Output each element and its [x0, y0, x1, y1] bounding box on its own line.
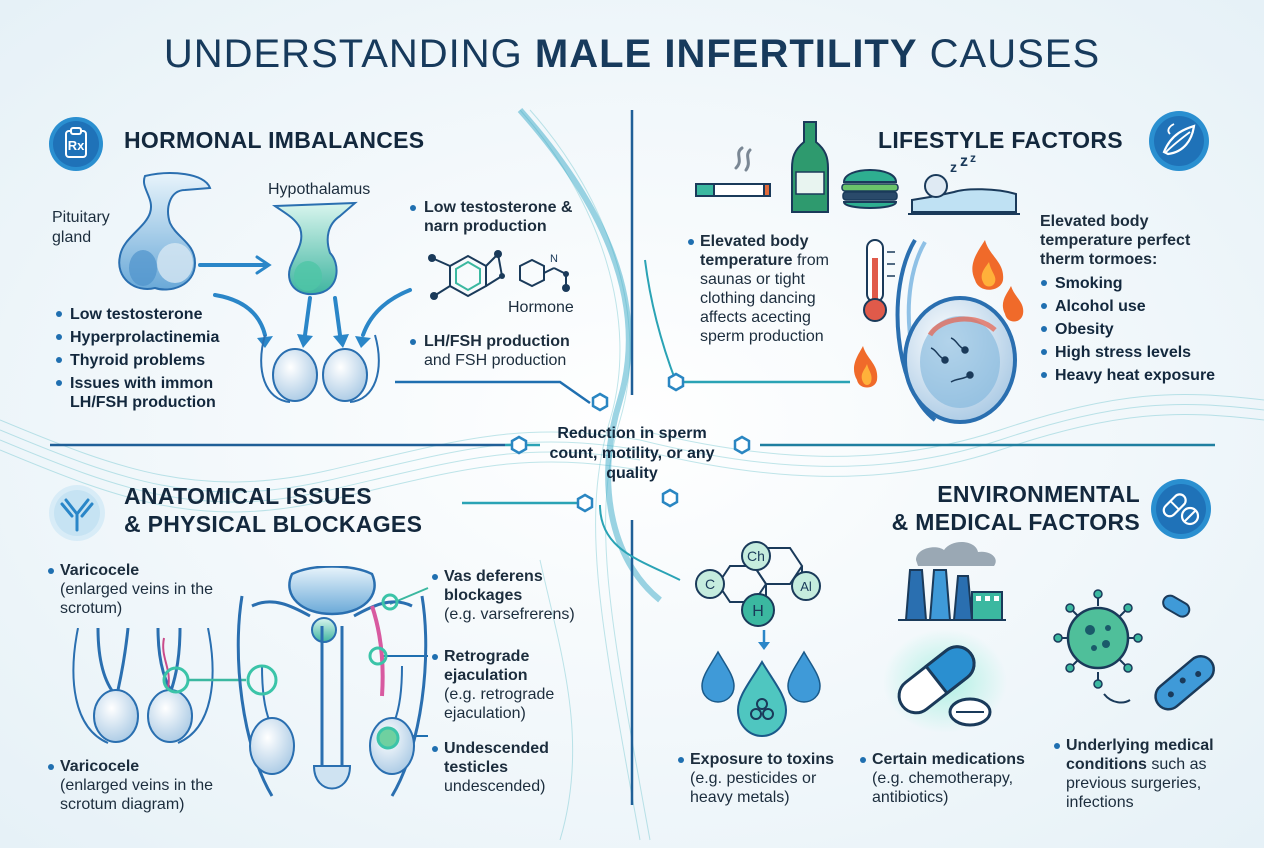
hormone-label: Hormone [508, 299, 574, 316]
lifestyle-bullet: Smoking [1041, 272, 1255, 295]
hormonal-bullet: Thyroid problems [56, 349, 270, 372]
testes-illustration [260, 334, 380, 403]
anatomical-heading-line1: ANATOMICAL ISSUES [124, 483, 372, 509]
hormonal-heading: HORMONAL IMBALANCES [124, 127, 425, 153]
lifestyle-bullet-list: Smoking Alcohol use Obesity High stress … [1037, 272, 1255, 387]
hypothalamus-label: Hypothalamus [268, 181, 371, 198]
lifestyle-heading: LIFESTYLE FACTORS [878, 127, 1123, 153]
varicocele-top-note: Varicocele (enlarged veins in the scrotu… [60, 562, 213, 617]
toxins-note: Exposure to toxins (e.g. pesticides or h… [690, 751, 835, 806]
varicocele-bottom-note: Varicocele (enlarged veins in the scrotu… [60, 758, 213, 813]
svg-text:z: z [950, 159, 957, 175]
page-title: UNDERSTANDING MALE INFERTILITY CAUSES [163, 32, 1101, 76]
varicocele-scrotum-illustration [72, 628, 214, 744]
retrograde-note: Retrograde ejaculation (e.g. retrograde … [444, 648, 555, 722]
chemical-molecule-icon: Ch C Al H [695, 541, 821, 650]
pituitary-gland-illustration [118, 172, 212, 291]
pituitary-label: Pituitary gland [52, 209, 110, 246]
thermometer-icon [863, 239, 895, 322]
hormone-flow-arrows [198, 255, 412, 348]
svg-text:Rx: Rx [68, 138, 85, 153]
anatomical-heading-line2: & PHYSICAL BLOCKAGES [124, 511, 423, 537]
burger-icon [841, 169, 899, 209]
pills-icon [1151, 479, 1211, 539]
medications-note: Certain medications (e.g. chemotherapy, … [872, 751, 1025, 806]
rx-clipboard-icon: Rx [49, 117, 103, 171]
leaf-icon [1149, 111, 1209, 171]
chem-label-h: H [752, 603, 764, 620]
toxic-droplets-icon [701, 650, 821, 738]
lifestyle-bullet: Heavy heat exposure [1041, 364, 1255, 387]
cigarette-icon [695, 146, 771, 197]
hypothalamus-illustration [271, 201, 358, 296]
factory-icon [898, 541, 1006, 621]
hormonal-bullet: Low testosterone [56, 303, 270, 326]
environmental-heading-line2: & MEDICAL FACTORS [891, 509, 1140, 535]
lifestyle-bullet: Alcohol use [1041, 295, 1255, 318]
lifestyle-bullet: High stress levels [1041, 341, 1255, 364]
vas-deferens-note: Vas deferens blockages (e.g. varsefreren… [444, 568, 575, 623]
hormonal-bullet: Hyperprolactinemia [56, 326, 270, 349]
center-outcome-text: Reduction in sperm count, motility, or a… [549, 425, 715, 482]
lifestyle-bullet: Obesity [1041, 318, 1255, 341]
reproductive-tract-illustration [236, 566, 428, 797]
virus-bacteria-icon [1053, 589, 1215, 711]
undescended-note: Undescended testicles undescended) [444, 740, 549, 795]
chem-label-c: C [705, 576, 715, 592]
hormonal-lh-fsh-note: LH/FSH production and FSH production [424, 333, 570, 369]
svg-text:z: z [960, 153, 968, 170]
svg-text:z: z [970, 152, 976, 165]
bottle-icon [791, 121, 829, 213]
svg-text:N: N [550, 253, 558, 265]
sleeping-person-icon: z z z [908, 152, 1020, 215]
antibody-icon [49, 485, 105, 541]
molecule-icon: N [428, 250, 570, 300]
environmental-heading-line1: ENVIRONMENTAL [937, 481, 1140, 507]
hormonal-bullet: Issues with immon LH/FSH production [56, 372, 270, 412]
heat-testis-illustration [853, 238, 1024, 424]
lifestyle-intro: Elevated body temperature perfect therm … [1040, 213, 1191, 268]
chem-label-ch: Ch [747, 548, 765, 564]
flame-icon [853, 240, 1024, 388]
capsule-pill-icon [883, 629, 1007, 733]
hormonal-low-testosterone-note: Low testosterone & narn production [424, 199, 573, 235]
lifestyle-temperature-note: Elevated body temperature from saunas or… [700, 233, 829, 345]
hormonal-bullet-list: Low testosterone Hyperprolactinemia Thyr… [52, 303, 270, 412]
chem-label-al: Al [800, 579, 812, 594]
medical-conditions-note: Underlying medical conditions such as pr… [1066, 737, 1214, 811]
